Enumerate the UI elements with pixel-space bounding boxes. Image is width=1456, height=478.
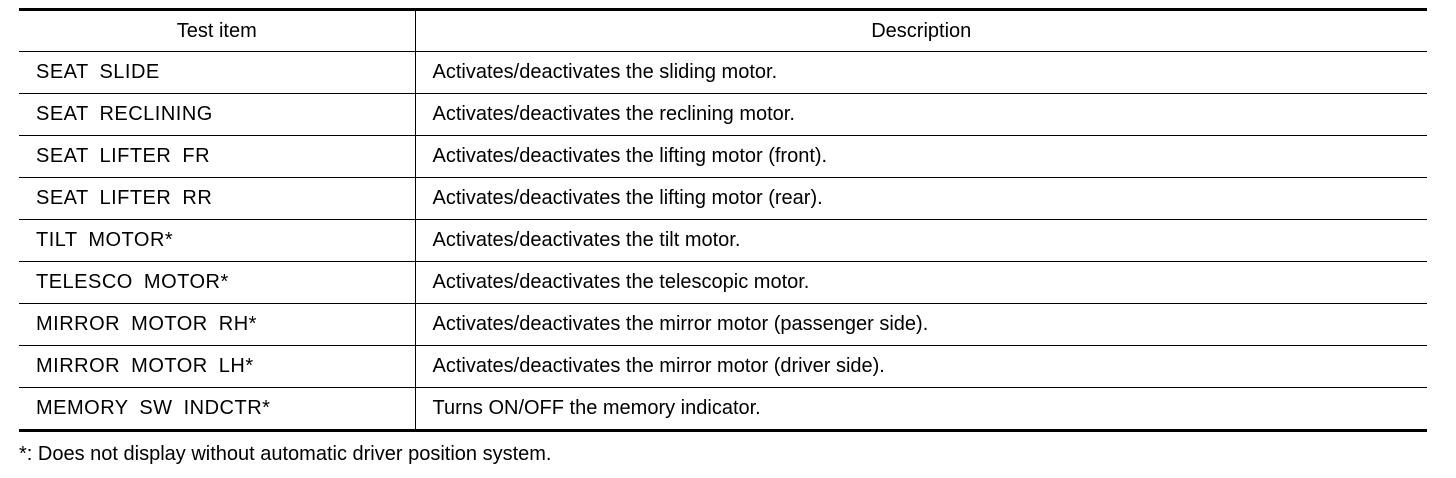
table-row: MIRROR MOTOR LH* Activates/deactivates t…	[19, 345, 1427, 388]
test-item-cell: SEAT RECLINING	[19, 93, 415, 136]
test-item-cell: MIRROR MOTOR RH*	[19, 303, 415, 346]
table-row: MIRROR MOTOR RH* Activates/deactivates t…	[19, 303, 1427, 346]
description-cell: Activates/deactivates the lifting motor …	[414, 135, 1427, 178]
table-row: TILT MOTOR* Activates/deactivates the ti…	[19, 219, 1427, 262]
table-row: SEAT LIFTER FR Activates/deactivates the…	[19, 135, 1427, 178]
description-cell: Activates/deactivates the telescopic mot…	[414, 261, 1427, 304]
footnote: *: Does not display without automatic dr…	[19, 443, 552, 465]
test-item-table: Test item Description SEAT SLIDE Activat…	[19, 8, 1427, 432]
table-row: MEMORY SW INDCTR* Turns ON/OFF the memor…	[19, 387, 1427, 432]
description-cell: Activates/deactivates the reclining moto…	[414, 93, 1427, 136]
test-item-cell: TELESCO MOTOR*	[19, 261, 415, 304]
table-row: SEAT SLIDE Activates/deactivates the sli…	[19, 51, 1427, 94]
table-row: SEAT LIFTER RR Activates/deactivates the…	[19, 177, 1427, 220]
description-cell: Turns ON/OFF the memory indicator.	[414, 387, 1427, 432]
test-item-cell: MEMORY SW INDCTR*	[19, 387, 415, 432]
table-header-row: Test item Description	[19, 9, 1427, 52]
test-item-cell: SEAT SLIDE	[19, 51, 415, 94]
table-row: TELESCO MOTOR* Activates/deactivates the…	[19, 261, 1427, 304]
column-header-test-item: Test item	[19, 9, 415, 52]
column-header-description: Description	[414, 9, 1427, 52]
test-item-cell: SEAT LIFTER RR	[19, 177, 415, 220]
description-cell: Activates/deactivates the sliding motor.	[414, 51, 1427, 94]
test-item-cell: TILT MOTOR*	[19, 219, 415, 262]
description-cell: Activates/deactivates the tilt motor.	[414, 219, 1427, 262]
table-row: SEAT RECLINING Activates/deactivates the…	[19, 93, 1427, 136]
description-cell: Activates/deactivates the mirror motor (…	[414, 345, 1427, 388]
test-item-cell: SEAT LIFTER FR	[19, 135, 415, 178]
description-cell: Activates/deactivates the lifting motor …	[414, 177, 1427, 220]
description-cell: Activates/deactivates the mirror motor (…	[414, 303, 1427, 346]
test-item-cell: MIRROR MOTOR LH*	[19, 345, 415, 388]
